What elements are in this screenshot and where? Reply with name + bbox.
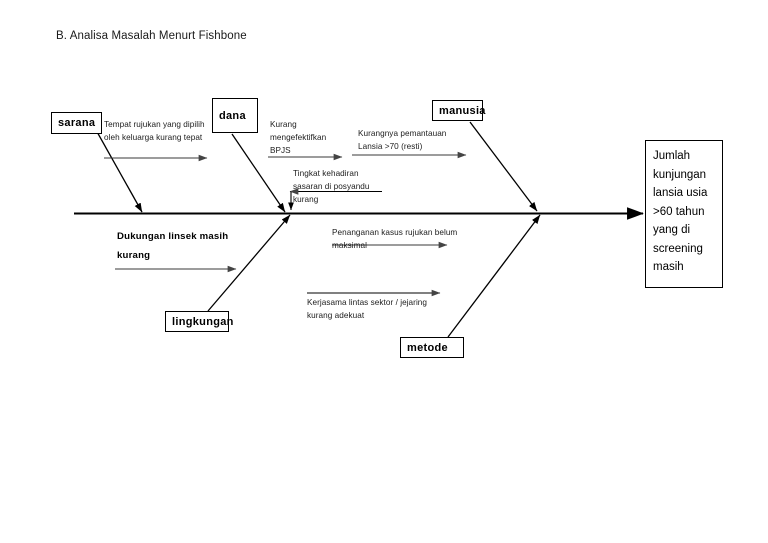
cause-label-sarana: Tempat rujukan yang dipilih oleh keluarg… [104,120,205,142]
cause-label-manusia: Kurangnya pemantauan Lansia >70 (resti) [358,129,447,151]
cause-label-kerjasama: Kerjasama lintas sektor / jejaring kuran… [307,298,428,320]
bone-metode [447,214,541,338]
bone-sarana [95,129,143,213]
bone-manusia [469,121,538,212]
page-title: B. Analisa Masalah Menurt Fishbone [56,30,247,42]
cause-label-linsek: Dukungan linsek masih kurang [117,231,229,261]
category-box-metode[interactable]: metode [400,337,464,358]
cause-label-posyandu: Tingkat kehadiran sasaran di posyandu ku… [293,169,370,204]
category-box-manusia[interactable]: manusia [432,100,485,121]
category-box-lingkungan[interactable]: lingkungan [165,311,233,332]
cause-label-rujukan: Penanganan kasus rujukan belum maksimal [332,228,458,250]
category-box-sarana[interactable]: sarana [51,112,102,134]
category-box-dana[interactable]: dana [212,98,258,133]
cause-label-dana: Kurang mengefektifkan BPJS [270,120,327,155]
bone-lingkungan [207,214,291,312]
bone-dana [231,133,286,213]
effect-box[interactable]: Jumlah kunjungan lansia usia >60 tahun y… [645,140,723,288]
